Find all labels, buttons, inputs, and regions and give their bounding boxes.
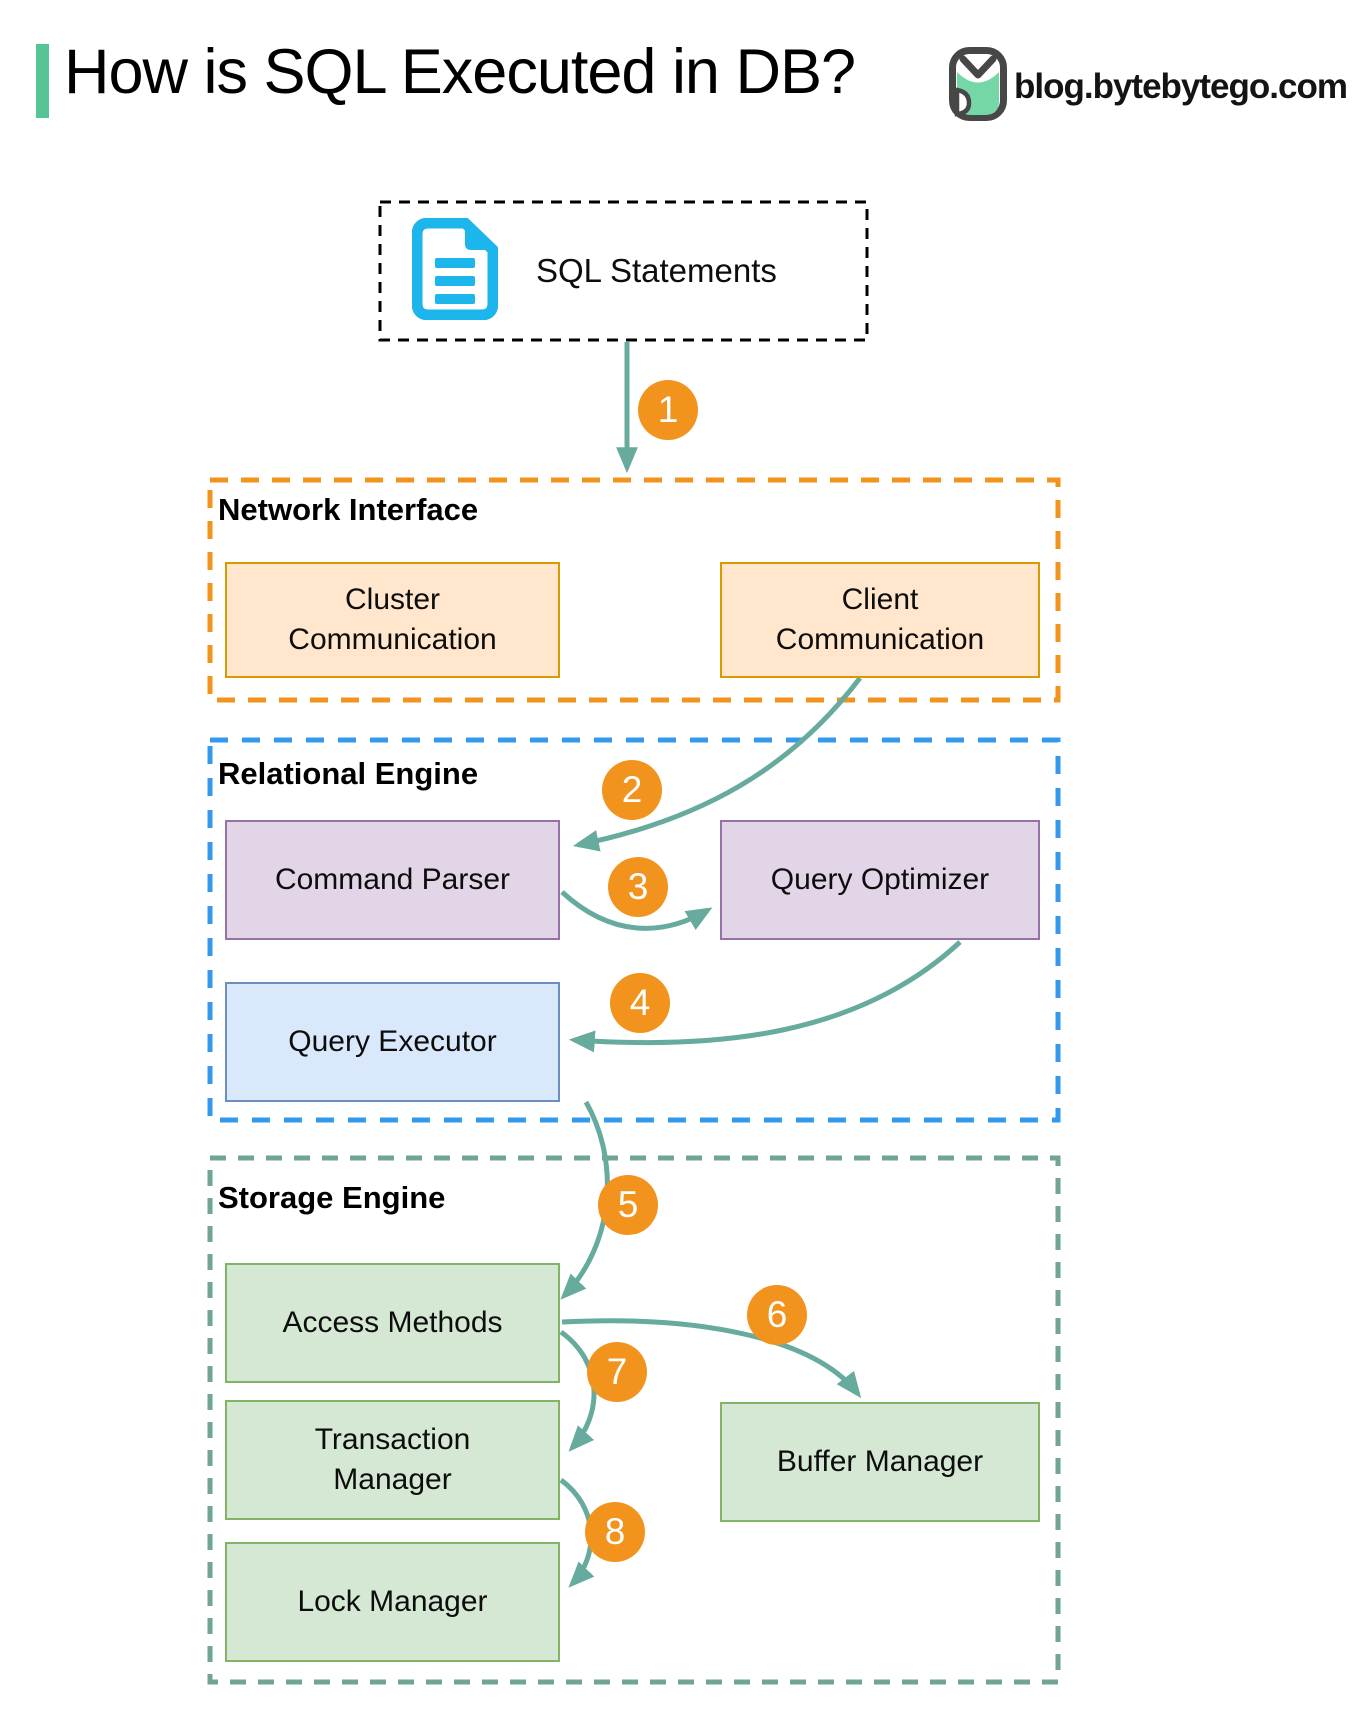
box-command-parser: Command Parser [225,820,560,940]
step-badge-7: 7 [587,1342,647,1402]
box-query-executor: Query Executor [225,982,560,1102]
step-badge-3: 3 [608,857,668,917]
box-transaction-manager: Transaction Manager [225,1400,560,1520]
box-lock-manager: Lock Manager [225,1542,560,1662]
step-badge-6: 6 [747,1285,807,1345]
sql-statements-box: SQL Statements [380,202,867,340]
brand-logo: blog.bytebytego.com [948,46,1348,127]
brand-text: blog.bytebytego.com [1014,66,1348,106]
section-label-network-interface: Network Interface [218,492,479,527]
step-badge-5: 5 [598,1175,658,1235]
box-client-communication: Client Communication [720,562,1040,678]
box-query-optimizer: Query Optimizer [720,820,1040,940]
box-cluster-communication: Cluster Communication [225,562,560,678]
page-title: How is SQL Executed in DB? [64,37,856,107]
step-badge-4: 4 [610,973,670,1033]
sql-statements-label: SQL Statements [536,252,777,289]
title-accent-bar [36,44,49,118]
step-badge-8: 8 [585,1502,645,1562]
section-label-relational-engine: Relational Engine [218,756,479,791]
document-icon [411,217,499,325]
step-badge-2: 2 [602,760,662,820]
section-label-storage-engine: Storage Engine [218,1180,446,1215]
box-access-methods: Access Methods [225,1263,560,1383]
arrow-7-access-to-transaction [559,1329,597,1452]
bytebytego-logo-icon [948,46,1008,127]
step-badge-1: 1 [638,380,698,440]
box-buffer-manager: Buffer Manager [720,1402,1040,1522]
